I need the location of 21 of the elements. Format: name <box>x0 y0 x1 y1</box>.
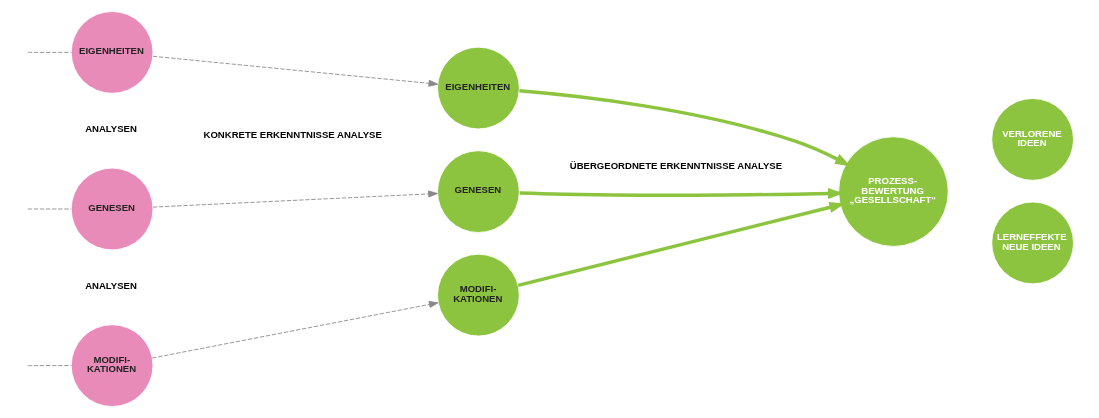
node-circle: GENESEN <box>436 150 520 233</box>
node-circle: MODIFI- KATIONEN <box>70 324 153 407</box>
arrow <box>518 89 851 167</box>
node-circle: EIGENHEITEN <box>70 11 153 94</box>
connector <box>26 51 72 53</box>
connector <box>26 365 72 367</box>
node-circle: PROZESS- BEWERTUNG „GESELLSCHAFT“ <box>837 136 949 247</box>
node-circle: VERLORENE IDEEN <box>990 98 1074 181</box>
arrow <box>152 190 438 208</box>
node-circle: EIGENHEITEN <box>436 46 520 130</box>
connector <box>26 208 72 210</box>
arrow <box>151 301 438 359</box>
node-circle: GENESEN <box>70 167 153 251</box>
label: ANALYSEN <box>84 279 137 291</box>
node-circle: MODIFI- KATIONEN <box>436 253 520 337</box>
arrow <box>517 202 845 288</box>
label: ÜBERGEORDNETE ERKENNTNISSE ANALYSE <box>569 159 782 171</box>
label: ANALYSEN <box>84 123 137 135</box>
node-circle: LERNEFFEKTE NEUE IDEEN <box>990 201 1074 285</box>
label: KONKRETE ERKENNTNISSE ANALYSE <box>202 129 382 141</box>
arrow <box>152 55 438 87</box>
